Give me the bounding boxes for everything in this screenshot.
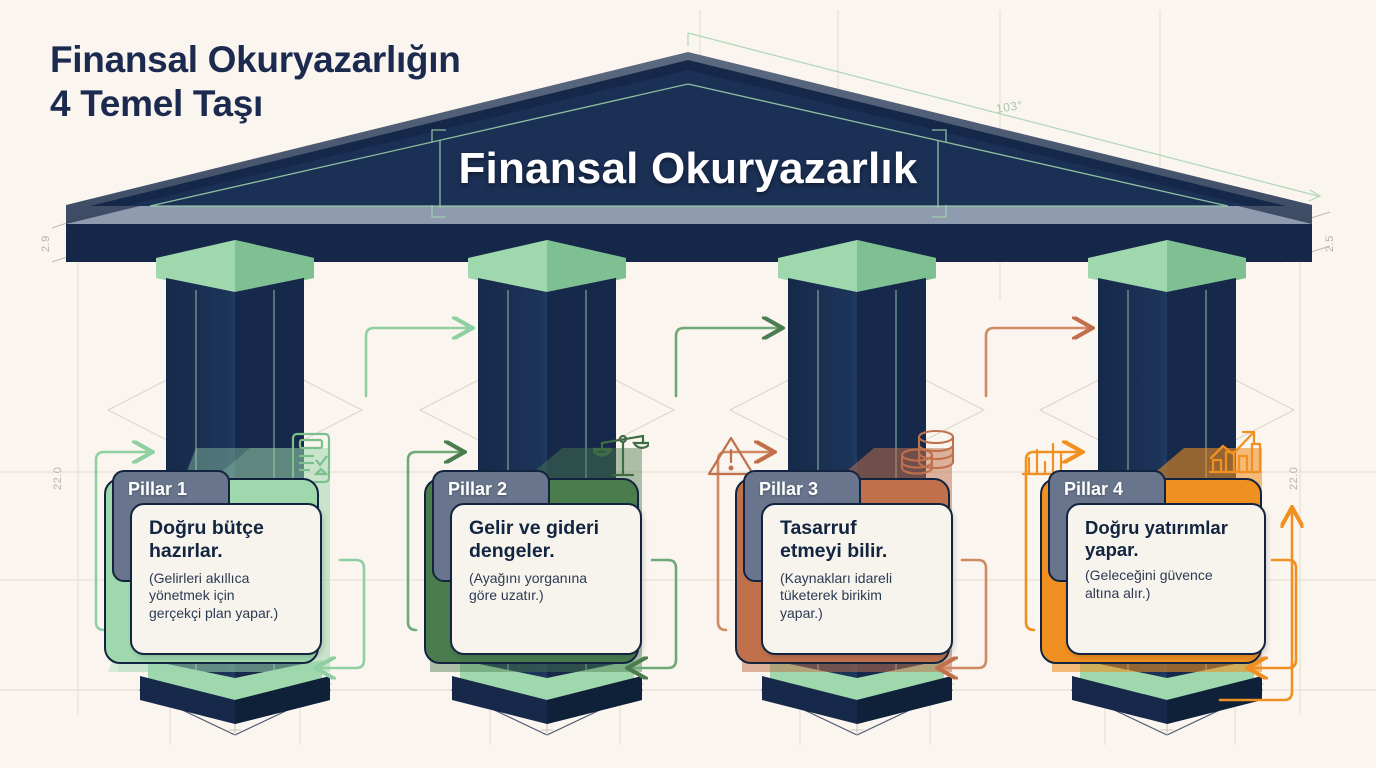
pillar-card-body-2: Gelir ve gideri dengeler. (Ayağını yorga… bbox=[450, 503, 642, 655]
blueprint-dim-right-side: 22.0 bbox=[1288, 466, 1300, 490]
pillar-tab-label-4: Pillar 4 bbox=[1064, 479, 1124, 499]
balance-scale-icon bbox=[593, 434, 649, 477]
pillar-title-3: Tasarruf etmeyi bilir. bbox=[780, 517, 888, 562]
blueprint-dim-left-top: 2.9 bbox=[40, 235, 52, 252]
pillar-subtitle-3: (Kaynakları idareli tüketerek birikim ya… bbox=[780, 569, 893, 621]
pillar-card-1[interactable]: Pillar 1 Doğru bütçe hazırlar. (Gelirler… bbox=[104, 470, 336, 670]
pillar-card-body-1: Doğru bütçe hazırlar. (Gelirleri akıllıc… bbox=[130, 503, 322, 655]
pillar-tab-label-2: Pillar 2 bbox=[448, 479, 508, 499]
pillar-card-4[interactable]: Pillar 4 Doğru yatırımlar yapar. (Gelece… bbox=[1040, 470, 1272, 670]
coin-stack-icon bbox=[900, 429, 955, 475]
blueprint-dim-left-side: 22.0 bbox=[52, 466, 64, 490]
pillar-card-body-4: Doğru yatırımlar yapar. (Geleceğini güve… bbox=[1066, 503, 1266, 655]
pillar-subtitle-1: (Gelirleri akıllıca yönetmek için gerçek… bbox=[149, 569, 279, 621]
pillar-tab-label-1: Pillar 1 bbox=[128, 479, 188, 499]
temple-banner-text: Finansal Okuryazarlık bbox=[458, 144, 918, 193]
pillar-card-body-3: Tasarruf etmeyi bilir. (Kaynakları idare… bbox=[761, 503, 953, 655]
pillar-card-3[interactable]: Pillar 3 Tasarruf etmeyi bilir. (Kaynakl… bbox=[735, 470, 967, 670]
pillar-tab-label-3: Pillar 3 bbox=[759, 479, 819, 499]
page-title: Finansal Okuryazarlığın 4 Temel Taşı bbox=[50, 39, 461, 124]
growth-chart-arrow-icon bbox=[1208, 430, 1262, 474]
blueprint-angle-label: 103° bbox=[995, 97, 1024, 117]
pillar-subtitle-4: (Geleceğini güvence altına alır.) bbox=[1085, 567, 1213, 601]
pillar-title-4: Doğru yatırımlar yapar. bbox=[1085, 517, 1228, 560]
pillar-title-1: Doğru bütçe hazırlar. bbox=[149, 517, 264, 562]
pillar-title-2: Gelir ve gideri dengeler. bbox=[469, 517, 600, 562]
blueprint-dim-right-top: 2.5 bbox=[1324, 235, 1336, 252]
warning-triangle-icon bbox=[707, 436, 755, 476]
pillar-subtitle-2: (Ayağını yorganına göre uzatır.) bbox=[469, 569, 588, 604]
pillar-card-2[interactable]: Pillar 2 Gelir ve gideri dengeler. (Ayağ… bbox=[424, 470, 656, 670]
